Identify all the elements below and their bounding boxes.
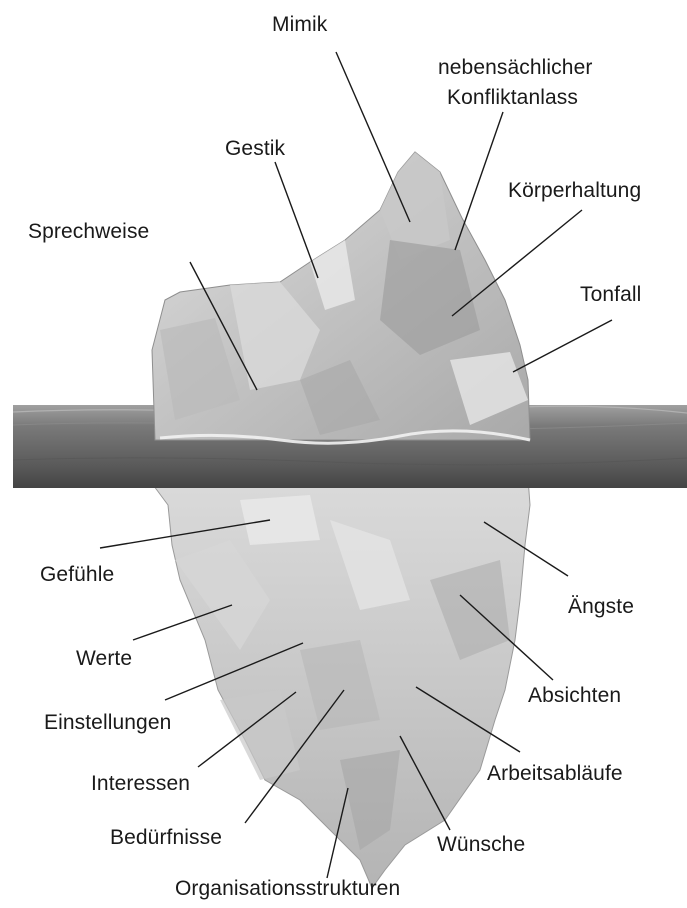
label-beduerfnisse: Bedürfnisse: [110, 825, 222, 851]
iceberg-above-water: [152, 152, 530, 440]
label-sprechweise: Sprechweise: [28, 219, 149, 245]
label-mimik: Mimik: [272, 12, 327, 38]
label-gefuehle: Gefühle: [40, 562, 114, 588]
label-koerperhaltung: Körperhaltung: [508, 178, 641, 204]
label-werte: Werte: [76, 646, 132, 672]
label-organisationsstrukturen: Organisationsstrukturen: [175, 876, 400, 902]
label-gestik: Gestik: [225, 136, 285, 162]
label-einstellungen: Einstellungen: [44, 710, 171, 736]
label-interessen: Interessen: [91, 771, 190, 797]
label-absichten: Absichten: [528, 683, 621, 709]
line-mimik: [336, 52, 410, 222]
label-wuensche: Wünsche: [437, 832, 525, 858]
label-nebensaechlicher: nebensächlicher: [438, 55, 592, 81]
label-aengste: Ängste: [568, 594, 634, 620]
label-arbeitsablaeufe: Arbeitsabläufe: [487, 761, 623, 787]
label-tonfall: Tonfall: [580, 282, 641, 308]
label-konfliktanlass: Konfliktanlass: [447, 85, 578, 111]
line-gestik: [275, 162, 318, 278]
line-konfliktanlass: [455, 112, 503, 250]
line-tonfall: [513, 320, 612, 372]
